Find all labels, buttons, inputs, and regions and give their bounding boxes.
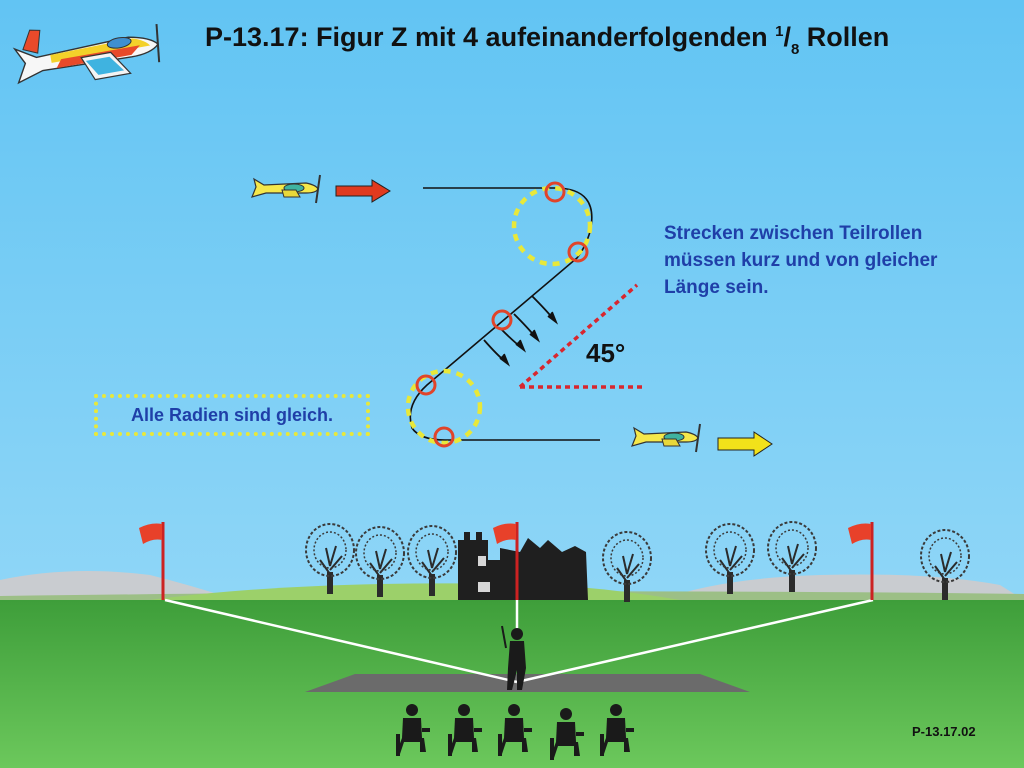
page-title: P-13.17: Figur Z mit 4 aufeinanderfolgen… [205, 22, 890, 59]
hill-left [0, 571, 230, 600]
roll-arrows [483, 295, 559, 367]
angle-label: 45° [586, 338, 626, 368]
figure-code: P-13.17.02 [912, 724, 976, 739]
roll-marker [567, 241, 589, 263]
roll-marker [544, 181, 566, 203]
segments-note: Strecken zwischen Teilrollen müssen kurz… [664, 223, 938, 298]
plane-logo-icon [12, 23, 161, 85]
runway [305, 674, 750, 692]
sky [0, 0, 1024, 600]
castle-icon [458, 532, 588, 600]
exit-arrow [717, 431, 773, 457]
radii-note: Alle Radien sind gleich. [130, 404, 334, 425]
radii-note-box: Alle Radien sind gleich. [94, 394, 370, 436]
roll-marker [491, 309, 513, 331]
pilot-icon [501, 625, 526, 690]
angle-reference [518, 283, 645, 389]
roll-markers [415, 181, 589, 448]
roll-marker [415, 374, 437, 396]
roll-marker [433, 426, 455, 448]
entry-arrow [335, 179, 391, 203]
radius-markers [405, 185, 593, 446]
